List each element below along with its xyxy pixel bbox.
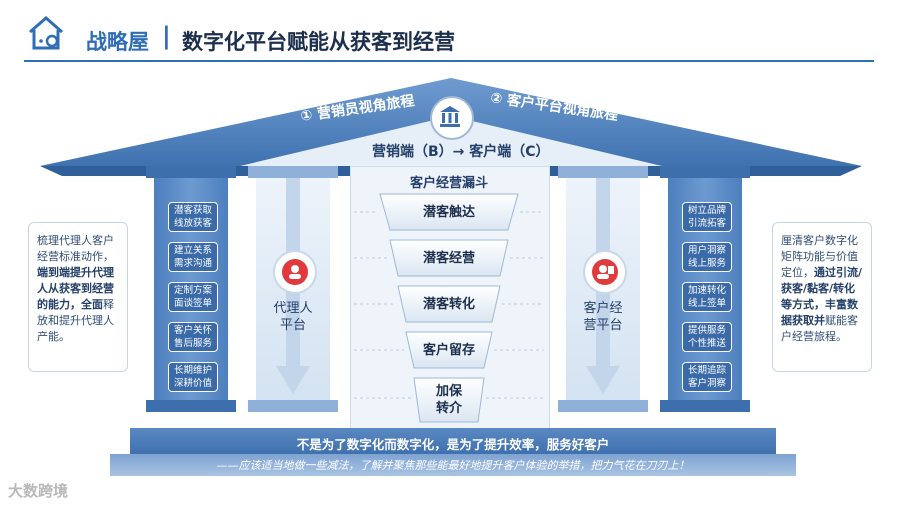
title-separator: | [162, 22, 171, 50]
bank-icon [430, 96, 474, 140]
left-inner-capital [248, 166, 338, 178]
foundation-bottom [110, 454, 796, 476]
funnel-stage-2: 潜客经营 [422, 250, 475, 266]
right-pill: 树立品牌引流拓客 [682, 202, 732, 232]
right-inner-base [558, 400, 648, 412]
right-pill: 提供服务个性推送 [682, 322, 732, 352]
right-pill: 加速转化线上签单 [682, 282, 732, 312]
left-pill: 长期维护深耕价值 [168, 362, 218, 392]
left-pill: 客户关怀售后服务 [168, 322, 218, 352]
right-inner-capital [558, 166, 648, 178]
funnel-stage-1-shape [379, 193, 519, 231]
right-pill: 用户洞察线上服务 [682, 242, 732, 272]
customer-platform-label: 客户经营平台 [583, 301, 623, 333]
people-network-icon [273, 250, 317, 294]
funnel-shapes [354, 193, 544, 423]
left-pill: 定制方案面谈签单 [168, 282, 218, 312]
funnel-stage-4-shape [405, 331, 493, 369]
funnel-stage-1: 潜客触达 [422, 204, 475, 220]
customer-icon [583, 250, 627, 294]
left-outer-capital [146, 166, 236, 178]
agent-platform-label: 代理人平台 [273, 301, 313, 333]
customer-platform-pillar: 客户经营平台 [566, 178, 640, 400]
right-outer-base [660, 400, 750, 412]
left-outer-pillar: 潜客获取线放获客 建立关系需求沟通 定制方案面谈签单 客户关怀售后服务 长期维护… [154, 178, 228, 400]
title-accent: 战略屋 [86, 30, 149, 54]
left-pill: 建立关系需求沟通 [168, 242, 218, 272]
left-outer-base [146, 400, 236, 412]
funnel-stage-3: 潜客转化 [422, 296, 475, 312]
foundation-main-text: 不是为了数字化而数字化，是为了提升效率，服务好客户 [296, 437, 610, 452]
funnel-title: 客户经营漏斗 [409, 176, 488, 191]
watermark: 大数跨境 [8, 482, 69, 500]
page-title: 数字化平台赋能从获客到经营 [182, 30, 455, 54]
right-outer-pillar: 树立品牌引流拓客 用户洞察线上服务 加速转化线上签单 提供服务个性推送 长期追踪… [668, 178, 742, 400]
flow-label: 营销端（B）→ 客户端（C） [372, 144, 550, 160]
funnel-stage-5: 加保转介 [435, 384, 462, 416]
funnel-stage-3-shape [397, 285, 501, 323]
right-pill: 长期追踪客户洞察 [682, 362, 732, 392]
foundation-sub-text: ——应该适当地做一些减法，了解并聚焦那些能最好地提升客户体验的举措，把力气花在刀… [216, 459, 690, 472]
house-gear-icon [26, 14, 66, 52]
funnel-stage-2-shape [389, 239, 509, 277]
title-divider [24, 60, 874, 62]
right-outer-capital [660, 166, 750, 178]
left-pill: 潜客获取线放获客 [168, 202, 218, 232]
foundation-top [130, 428, 776, 456]
right-description-card: 厘清客户数字化矩阵功能与价值定位，通过引流/获客/黏客/转化等方式，丰富数据获取… [772, 222, 872, 372]
left-inner-base [248, 400, 338, 412]
funnel-stage-5-shape [413, 377, 485, 423]
left-description-card: 梳理代理人客户经营标准动作，端到端提升代理人从获客到经营的能力，全面释放和提升代… [28, 222, 128, 372]
agent-platform-pillar: 代理人平台 [256, 178, 330, 400]
funnel-stage-4: 客户留存 [422, 342, 475, 358]
